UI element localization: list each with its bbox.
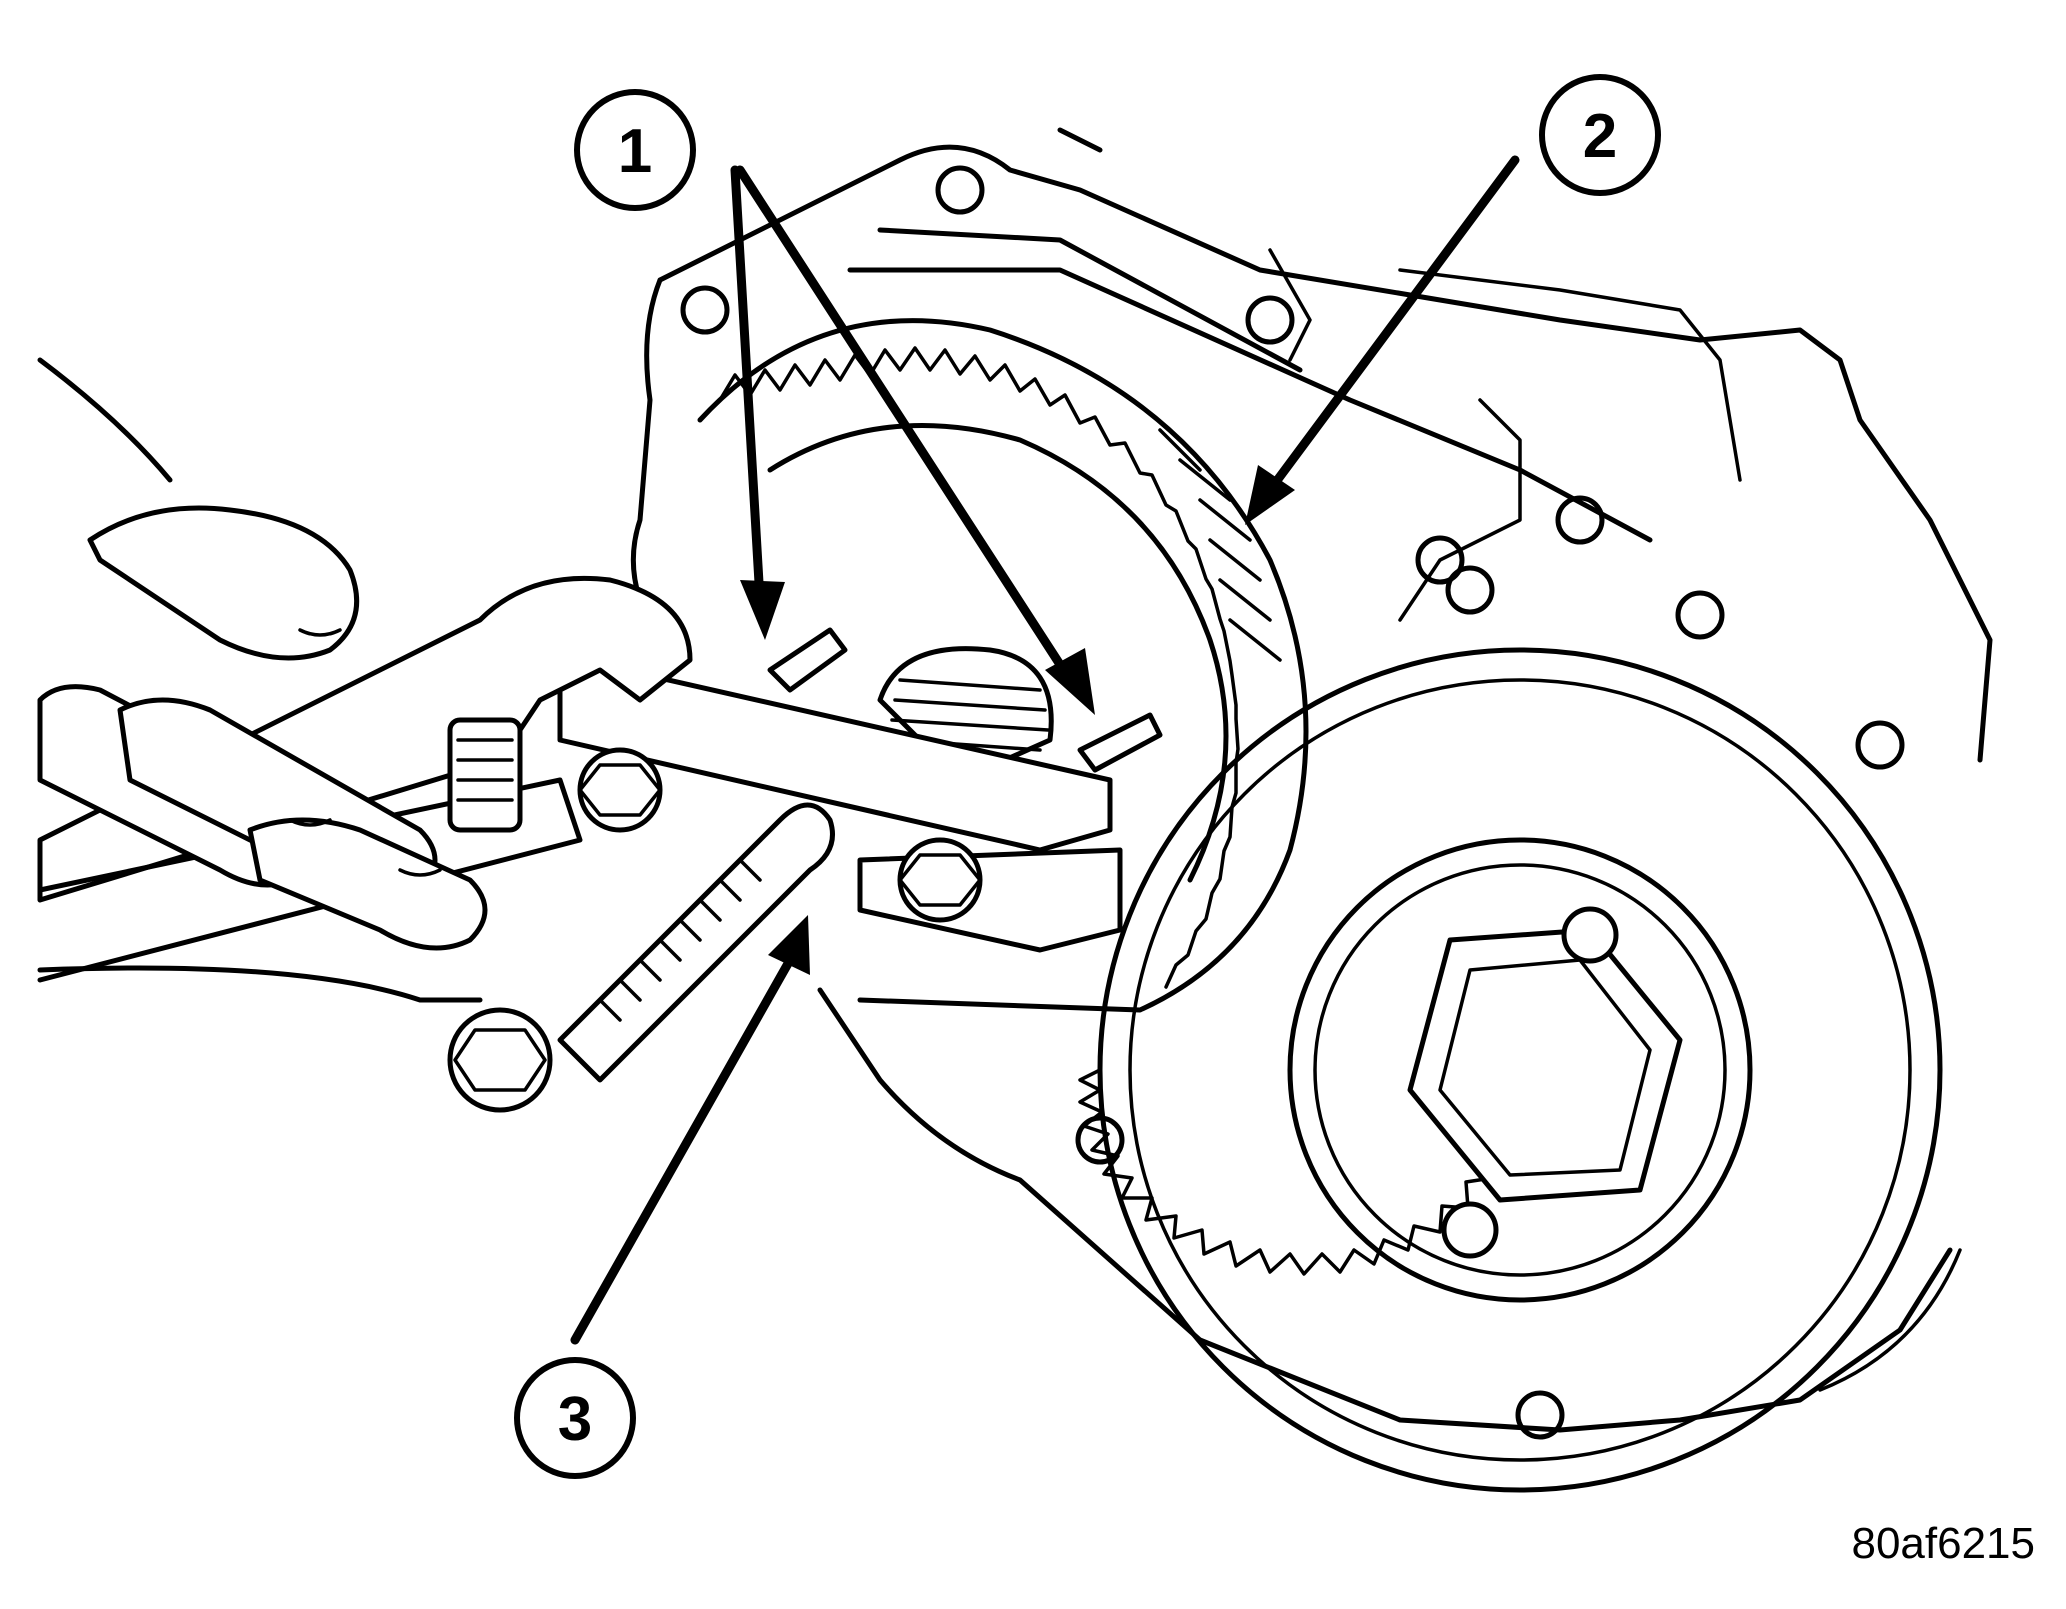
figure-id: 80af6215 bbox=[1851, 1519, 2035, 1568]
callout-2: 2 bbox=[1539, 74, 1661, 196]
callout-arrows bbox=[570, 155, 1520, 1345]
arrow-3 bbox=[570, 955, 795, 1345]
callout-1: 1 bbox=[574, 89, 696, 211]
arrow-1b bbox=[735, 165, 1075, 685]
callout-3-label: 3 bbox=[558, 1385, 592, 1454]
puller-tool bbox=[447, 627, 1163, 1113]
callout-3: 3 bbox=[514, 1357, 636, 1479]
callout-1-label: 1 bbox=[618, 117, 652, 186]
callout-2-label: 2 bbox=[1583, 102, 1617, 171]
arrow-2 bbox=[1265, 155, 1520, 495]
arrow-1a bbox=[730, 165, 765, 605]
lower-gear bbox=[1078, 647, 1943, 1493]
wrench-and-hand bbox=[37, 357, 693, 1003]
housing bbox=[630, 127, 1993, 1440]
